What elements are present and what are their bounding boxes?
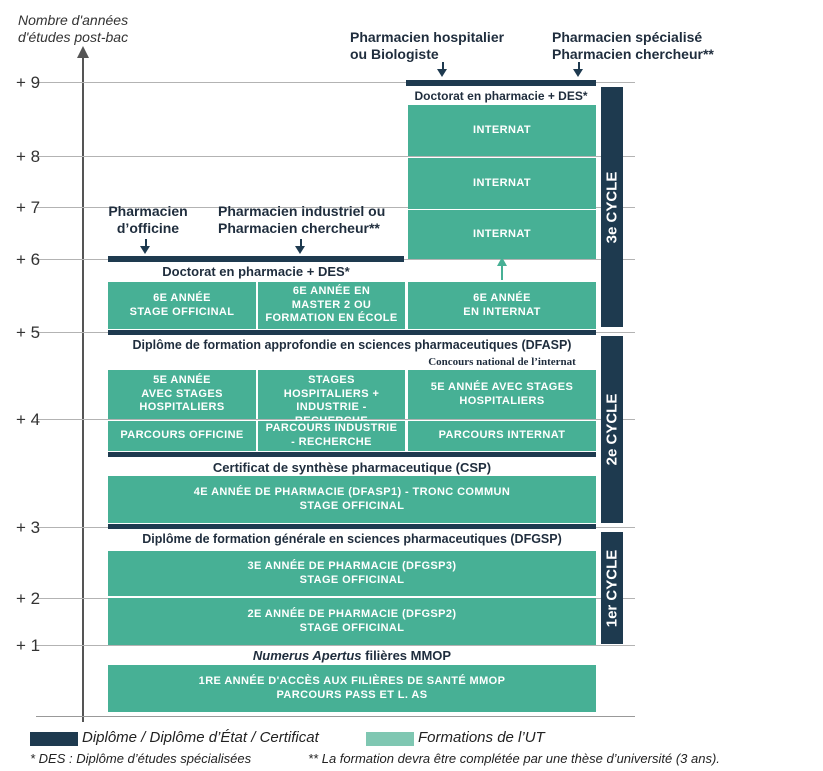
diploma-numerus-apertus: Numerus Apertus filières MMOP	[108, 648, 596, 663]
box-internat-1: INTERNAT	[408, 105, 596, 156]
footnote-these: ** La formation devra être complétée par…	[308, 751, 720, 766]
cycle-1-label: 1er CYCLE	[603, 549, 621, 627]
y-tick-label: + 1	[16, 636, 41, 655]
diploma-csp: Certificat de synthèse pharmaceutique (C…	[212, 460, 492, 475]
y-tick-label: + 2	[16, 589, 41, 608]
career-hospitalier: Pharmacien hospitalier ou Biologiste	[350, 29, 505, 62]
box-1re-annee: 1RE ANNÉE D'ACCÈS AUX FILIÈRES DE SANTÉ …	[108, 665, 596, 712]
diploma-doctorat-des-mid: Doctorat en pharmacie + DES*	[162, 264, 350, 279]
box-6e-master: 6E ANNÉE EN MASTER 2 OU FORMATION EN ÉCO…	[258, 282, 405, 329]
box-parcours-officine: PARCOURS OFFICINE	[108, 421, 256, 451]
y-tick-label: + 7	[16, 198, 41, 217]
axis-label: Nombre d'années d'études post-bac	[18, 12, 129, 45]
box-2e-annee: 2E ANNÉE DE PHARMACIE (DFGSP2) STAGE OFF…	[108, 598, 596, 645]
box-6e-internat: 6E ANNÉE EN INTERNAT	[408, 282, 596, 329]
gridline-1	[36, 645, 635, 646]
box-5e-internat: 5E ANNÉE AVEC STAGES HOSPITALIERS	[408, 370, 596, 419]
arrow-stem	[442, 62, 444, 70]
diploma-bar-csp	[108, 452, 596, 457]
box-4e-annee: 4E ANNÉE DE PHARMACIE (DFASP1) - TRONC C…	[108, 476, 596, 523]
arrow-up-stem	[501, 264, 503, 280]
cycle-3-label: 3e CYCLE	[603, 171, 621, 243]
y-axis-line	[82, 56, 84, 722]
career-industriel: Pharmacien industriel ou Pharmacien cher…	[218, 203, 386, 236]
box-3e-annee: 3E ANNÉE DE PHARMACIE (DFGSP3) STAGE OFF…	[108, 551, 596, 596]
career-specialise: Pharmacien spécialisé Pharmacien cherche…	[552, 29, 714, 62]
legend-label-diplome: Diplôme / Diplôme d’État / Certificat	[82, 729, 319, 746]
cycle-2-badge: 2e CYCLE	[601, 336, 623, 523]
y-tick-label: + 9	[16, 73, 41, 92]
footnote-des: * DES : Diplôme d’études spécialisées	[30, 751, 252, 766]
arrow-stem	[578, 62, 580, 70]
diploma-bar-dfasp	[108, 330, 596, 335]
x-baseline	[36, 716, 635, 717]
cycle-3-badge: 3e CYCLE	[601, 87, 623, 327]
numerus-emphasis: Numerus Apertus	[252, 648, 362, 663]
box-internat-3: INTERNAT	[408, 210, 596, 259]
y-tick-label: + 5	[16, 323, 41, 342]
gridline-8	[36, 156, 635, 157]
y-axis-arrowhead	[77, 46, 89, 58]
diploma-bar-dfgsp	[108, 524, 596, 529]
numerus-rest: filières MMOP	[361, 648, 452, 663]
gridline-9	[36, 82, 635, 83]
box-parcours-industrie: PARCOURS INDUSTRIE - RECHERCHE	[258, 421, 405, 451]
diploma-concours-internat: Concours national de l’internat	[428, 356, 576, 368]
arrow-stem	[300, 239, 302, 247]
diploma-doctorat-des-top: Doctorat en pharmacie + DES*	[414, 89, 588, 103]
box-5e-officine: 5E ANNÉE AVEC STAGES HOSPITALIERS	[108, 370, 256, 419]
box-5e-industrie: 5E ANNÉE AVEC STAGES HOSPITALIERS + INDU…	[258, 360, 405, 427]
gridline-7	[36, 207, 635, 208]
legend-swatch-formations	[366, 732, 414, 746]
y-tick-label: + 4	[16, 410, 41, 429]
career-officine: Pharmacien d’officine	[108, 203, 188, 236]
y-tick-label: + 6	[16, 250, 41, 269]
arrow-down-icon	[295, 246, 305, 254]
diploma-dfasp: Diplôme de formation approfondie en scie…	[132, 338, 572, 352]
box-parcours-internat: PARCOURS INTERNAT	[408, 421, 596, 451]
diploma-bar-mid	[108, 256, 404, 262]
legend-swatch-diplome	[30, 732, 78, 746]
cycle-2-label: 2e CYCLE	[603, 393, 621, 466]
arrow-down-icon	[437, 69, 447, 77]
arrow-stem	[145, 239, 147, 247]
arrow-down-icon	[573, 69, 583, 77]
gridline-4	[36, 419, 635, 420]
arrow-down-icon	[140, 246, 150, 254]
arrow-up-icon	[497, 257, 507, 266]
y-tick-label: + 8	[16, 147, 41, 166]
y-tick-label: + 3	[16, 518, 41, 537]
diploma-bar-top	[406, 80, 596, 86]
diploma-dfgsp: Diplôme de formation générale en science…	[142, 532, 562, 546]
box-6e-officine: 6E ANNÉE STAGE OFFICINAL	[108, 282, 256, 329]
box-internat-2: INTERNAT	[408, 158, 596, 209]
cycle-1-badge: 1er CYCLE	[601, 532, 623, 644]
legend-label-formations: Formations de l’UT	[418, 729, 545, 746]
